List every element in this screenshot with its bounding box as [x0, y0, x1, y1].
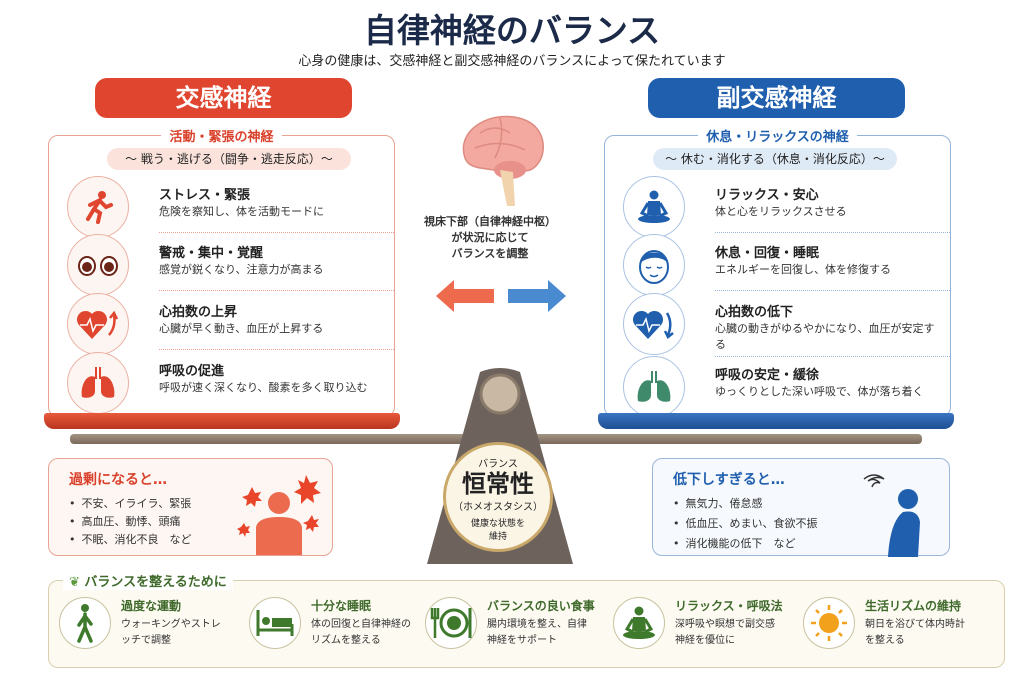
sympathetic-panel: 活動・緊張の神経 〜 戦う・逃げる（闘争・逃走反応）〜 ストレス・緊張 危険を察…: [48, 130, 395, 417]
sympathetic-tray: [44, 413, 400, 429]
lungs-icon: [67, 352, 129, 414]
parasympathetic-label: 休息・リラックスの神経: [698, 130, 857, 145]
eyes-icon: [67, 234, 129, 296]
item-desc: 心臓の動きがゆるやかになり、血圧が安定する: [715, 322, 935, 351]
tip-title: リラックス・呼吸法: [675, 599, 783, 613]
item-title: 心拍数の低下: [715, 305, 794, 320]
excess-item: 高血圧、動悸、頭痛: [69, 513, 181, 529]
excess-title: 過剰になると…: [69, 472, 167, 488]
homeostasis-medallion: バランス 恒常性 （ホメオスタシス） 健康な状態を 維持: [443, 442, 553, 552]
item-title: リラックス・安心: [715, 188, 819, 203]
tired-person-icon: [863, 474, 920, 557]
parasympathetic-header: 副交感神経: [648, 78, 905, 118]
list-item: ストレス・緊張 危険を察知し、体を活動モードに: [67, 176, 394, 238]
item-title: 警戒・集中・覚醒: [159, 246, 264, 261]
tip-item: リラックス・呼吸法 深呼吸や瞑想で副交感神経を優位に: [609, 593, 789, 663]
tip-item: 過度な運動 ウォーキングやストレッチで調整: [55, 593, 235, 663]
item-desc: 呼吸が速く深くなり、酸素を多く取り込む: [159, 381, 368, 394]
deficiency-box: 低下しすぎると… 無気力、倦怠感 低血圧、めまい、食欲不振 消化機能の低下 など: [652, 458, 950, 557]
tip-item: 生活リズムの維持 朝日を浴びて体内時計を整える: [799, 593, 979, 663]
note-line: バランスを調整: [451, 247, 529, 260]
deficiency-item: 低血圧、めまい、食欲不振: [673, 515, 818, 531]
parasympathetic-panel: 休息・リラックスの神経 〜 休む・消化する（休息・消化反応）〜 リラックス・安心…: [604, 130, 951, 418]
heart-up-icon: [67, 293, 129, 355]
tip-title: バランスの良い食事: [487, 599, 595, 613]
deficiency-title: 低下しすぎると…: [673, 472, 785, 488]
bed-icon: [249, 597, 301, 649]
heart-down-icon: [623, 293, 685, 355]
item-desc: 心臓が早く動き、血圧が上昇する: [159, 322, 324, 335]
sympathetic-header: 交感神経: [95, 78, 352, 118]
item-title: 休息・回復・睡眠: [715, 246, 820, 261]
list-item: 心拍数の上昇 心臓が早く動き、血圧が上昇する: [67, 293, 394, 355]
stressed-person-icon: [237, 475, 321, 555]
meditation-icon: [613, 597, 665, 649]
list-item: 心拍数の低下 心臓の動きがゆるやかになり、血圧が安定する: [623, 293, 950, 357]
tip-title: 過度な運動: [121, 599, 182, 613]
list-item: 呼吸の促進 呼吸が速く深くなり、酸素を多く取り込む: [67, 352, 387, 414]
brain-icon: [462, 115, 544, 206]
medal-reading: （ホメオスタシス）: [453, 502, 543, 513]
walking-icon: [59, 597, 111, 649]
parasympathetic-subtitle: 〜 休む・消化する（休息・消化反応）〜: [653, 148, 897, 170]
list-item: 呼吸の安定・緩徐 ゆっくりとした深い呼吸で、体が落ち着く: [623, 356, 943, 418]
balance-arrows-icon: [436, 280, 566, 312]
sympathetic-subtitle: 〜 戦う・逃げる（闘争・逃走反応）〜: [107, 148, 351, 170]
tips-label: ❦ バランスを整えるために: [63, 571, 233, 590]
list-item: 警戒・集中・覚醒 感覚が鋭くなり、注意力が高まる: [67, 234, 394, 296]
parasympathetic-tray: [598, 413, 954, 429]
medal-desc: 健康な状態を: [470, 519, 525, 529]
item-title: 呼吸の安定・緩徐: [715, 368, 820, 383]
item-desc: エネルギーを回復し、体を修復する: [715, 263, 891, 276]
list-item: 休息・回復・睡眠 エネルギーを回復し、体を修復する: [623, 234, 950, 296]
leaf-icon: ❦: [69, 575, 85, 590]
page-title: 自律神経のバランス: [363, 11, 661, 50]
tips-section: ❦ バランスを整えるために 過度な運動 ウォーキングやストレッチで調整 十分な睡…: [48, 571, 1005, 668]
hypothalamus-note: 視床下部（自律神経中枢） が状況に応じて バランスを調整: [400, 214, 580, 262]
note-line: 視床下部（自律神経中枢）: [424, 215, 556, 228]
list-item: リラックス・安心 体と心をリラックスさせる: [623, 176, 950, 238]
tip-desc: ウォーキングやストレッチで調整: [121, 619, 221, 646]
tip-title: 生活リズムの維持: [865, 599, 962, 613]
note-line: が状況に応じて: [451, 231, 529, 244]
tip-desc: 腸内環境を整え、自律神経をサポート: [487, 619, 587, 646]
tip-title: 十分な睡眠: [311, 599, 372, 613]
excess-box: 過剰になると… 不安、イライラ、緊張 高血圧、動悸、頭痛 不眠、消化不良 など: [48, 458, 333, 556]
meditation-icon: [623, 176, 685, 238]
tips-label-text: バランスを整えるために: [84, 575, 227, 590]
deficiency-item: 無気力、倦怠感: [673, 495, 763, 511]
excess-item: 不安、イライラ、緊張: [69, 495, 192, 511]
item-desc: 危険を察知し、体を活動モードに: [159, 205, 324, 218]
running-person-icon: [67, 176, 129, 238]
lungs-icon: [623, 356, 685, 418]
page-subtitle: 心身の健康は、交感神経と副交感神経のバランスによって保たれています: [298, 54, 726, 69]
tip-desc: 深呼吸や瞑想で副交感神経を優位に: [675, 619, 775, 646]
deficiency-item: 消化機能の低下 など: [673, 535, 796, 551]
item-desc: ゆっくりとした深い呼吸で、体が落ち着く: [715, 385, 924, 398]
tip-item: バランスの良い食事 腸内環境を整え、自律神経をサポート: [421, 593, 601, 663]
item-title: 心拍数の上昇: [159, 305, 238, 320]
sun-icon: [803, 597, 855, 649]
item-title: 呼吸の促進: [159, 364, 225, 379]
tip-item: 十分な睡眠 体の回復と自律神経のリズムを整える: [245, 593, 425, 663]
sympathetic-label: 活動・緊張の神経: [161, 130, 282, 145]
medal-desc: 維持: [488, 532, 507, 542]
excess-item: 不眠、消化不良 など: [69, 531, 192, 547]
meal-icon: [425, 597, 477, 649]
sleeping-face-icon: [623, 234, 685, 296]
medal-small: バランス: [478, 459, 518, 470]
item-desc: 体と心をリラックスさせる: [715, 205, 847, 218]
medal-title: 恒常性: [462, 470, 534, 498]
item-desc: 感覚が鋭くなり、注意力が高まる: [159, 263, 324, 276]
tip-desc: 朝日を浴びて体内時計を整える: [865, 619, 965, 646]
item-title: ストレス・緊張: [159, 188, 251, 203]
tip-desc: 体の回復と自律神経のリズムを整える: [311, 619, 411, 646]
